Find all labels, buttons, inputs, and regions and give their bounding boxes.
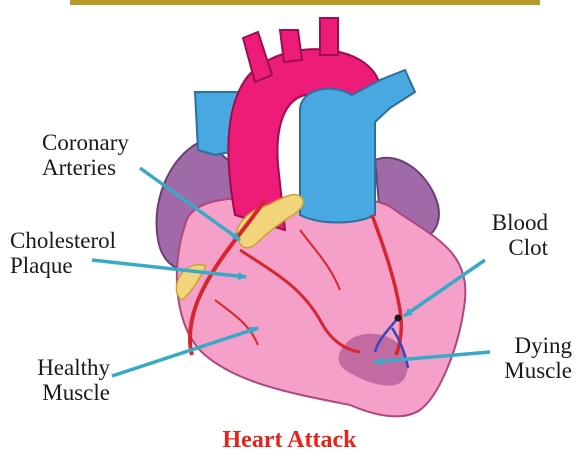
aorta-branch-3	[320, 18, 338, 55]
label-dying-muscle: Dying Muscle	[470, 333, 572, 383]
label-cholesterol-plaque-line1: Cholesterol	[10, 228, 116, 253]
label-blood-clot-line2: Clot	[456, 235, 548, 260]
aorta-branch-2	[280, 30, 302, 62]
label-coronary-arteries-line2: Arteries	[42, 155, 129, 180]
label-coronary-arteries: Coronary Arteries	[42, 130, 129, 180]
heart-muscle	[177, 198, 466, 416]
top-frame-bar	[70, 0, 540, 5]
label-coronary-arteries-line1: Coronary	[42, 130, 129, 155]
label-cholesterol-plaque: Cholesterol Plaque	[10, 228, 116, 278]
label-blood-clot-line1: Blood	[456, 210, 548, 235]
label-cholesterol-plaque-line2: Plaque	[10, 253, 116, 278]
label-dying-muscle-line1: Dying	[470, 333, 572, 358]
label-dying-muscle-line2: Muscle	[470, 358, 572, 383]
blood-clot	[395, 315, 402, 322]
aorta-branch-1	[243, 32, 272, 82]
label-blood-clot: Blood Clot	[456, 210, 548, 260]
label-healthy-muscle: Healthy Muscle	[10, 355, 110, 405]
diagram-title: Heart Attack	[0, 427, 579, 454]
label-healthy-muscle-line2: Muscle	[10, 380, 110, 405]
label-healthy-muscle-line1: Healthy	[10, 355, 110, 380]
